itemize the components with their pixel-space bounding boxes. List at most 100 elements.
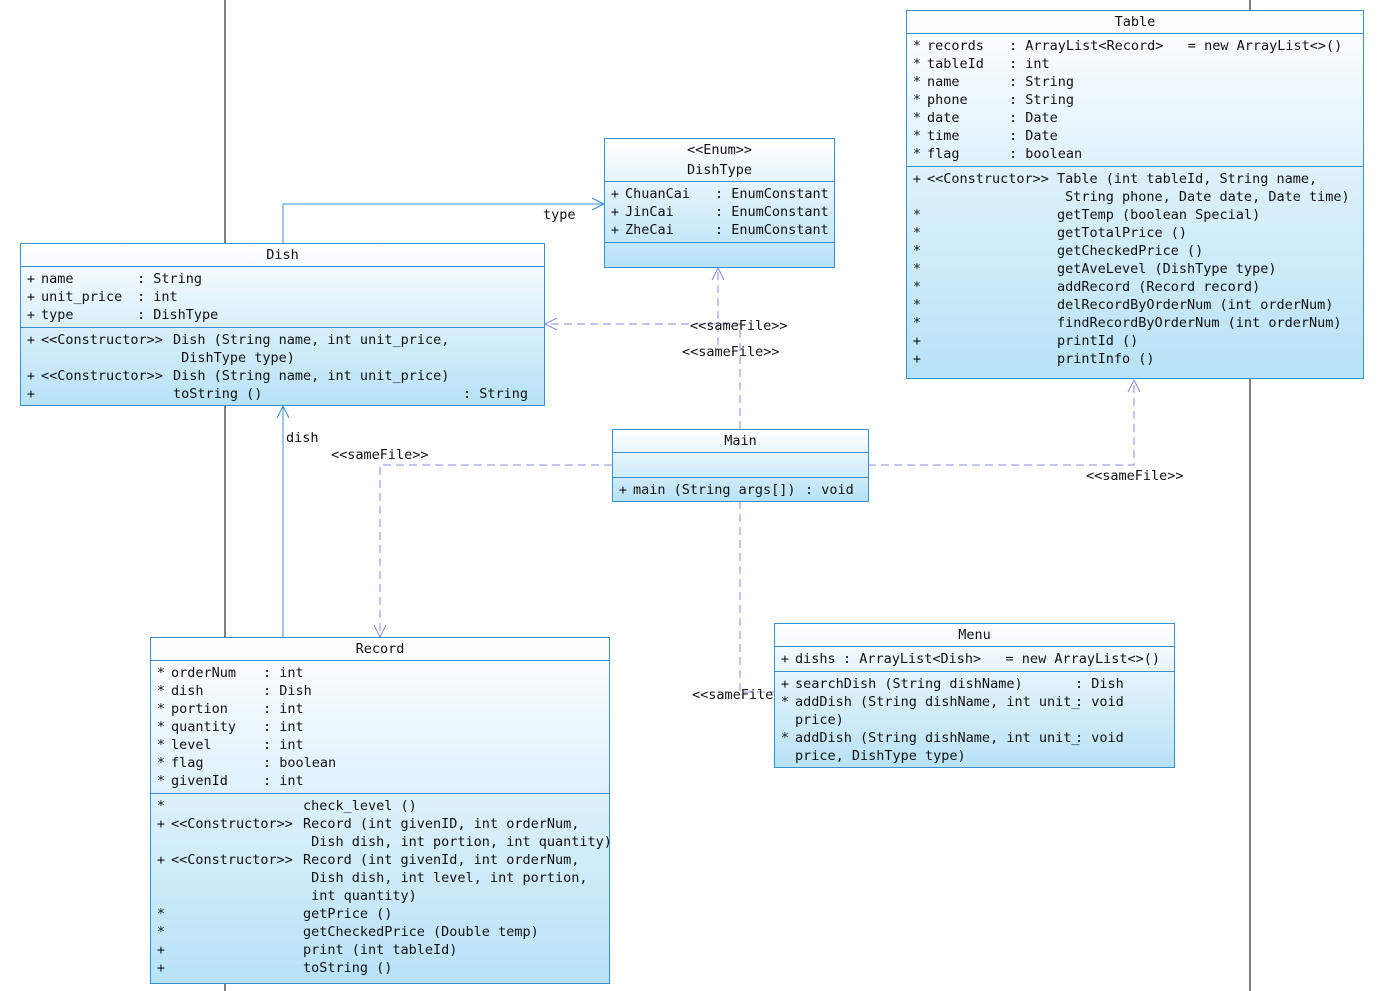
visibility-marker: +	[26, 271, 36, 287]
method-stereotype: <<Constructor>>	[171, 852, 293, 868]
label-samefile-dishtype: <<sameFile>>	[682, 344, 780, 360]
attribute-name: dishs	[795, 651, 836, 667]
label-samefile-record: <<sameFile>>	[331, 447, 429, 463]
attribute-type: : boolean	[263, 755, 337, 771]
attribute-name: phone	[927, 92, 968, 108]
attribute-name: orderNum	[171, 665, 237, 681]
attribute-name: portion	[171, 701, 228, 717]
visibility-marker: *	[156, 683, 166, 699]
record-method-row: +<<Constructor>>Record (int givenID, int…	[151, 815, 612, 851]
attribute-name: tableId	[927, 56, 984, 72]
method-stereotype	[927, 278, 1057, 296]
attribute-type: : int	[263, 719, 304, 735]
dish-method-row: +toString (): String	[21, 385, 544, 403]
table-attribute-row: *records: ArrayList<Record> = new ArrayL…	[907, 37, 1363, 55]
record-method-row: *getPrice ()	[151, 905, 609, 923]
table-method-row: + printId ()	[907, 332, 1363, 350]
method-stereotype	[927, 332, 1057, 350]
method-signature: printInfo ()	[1057, 351, 1155, 367]
method-signature: Table (int tableId, String name, String …	[1057, 171, 1350, 205]
method-stereotype	[171, 905, 303, 923]
record-attribute-row: *givenId: int	[151, 772, 609, 790]
attribute-name: dish	[171, 683, 204, 699]
class-main[interactable]: Main +main (String args[]): void	[612, 429, 869, 502]
class-dishtype-stereotype: <<Enum>>	[686, 142, 753, 158]
main-method-row: +main (String args[]): void	[613, 481, 868, 499]
label-type: type	[543, 207, 576, 223]
attribute-type: : String	[1009, 74, 1075, 90]
attribute-name: flag	[171, 755, 204, 771]
method-signature: addDish (String dishName, int unit_ pric…	[795, 694, 1080, 728]
class-dish-attributes: +name: String+unit_price: int+type: Dish…	[21, 267, 544, 328]
visibility-marker: +	[26, 368, 36, 384]
visibility-marker: *	[780, 694, 790, 710]
method-stereotype	[927, 350, 1057, 368]
method-signature: getPrice ()	[303, 906, 393, 922]
class-menu-methods: +searchDish (String dishName): Dish*addD…	[775, 672, 1174, 768]
class-main-name: Main	[613, 430, 868, 453]
method-stereotype	[927, 224, 1057, 242]
table-attribute-row: *date: Date	[907, 109, 1363, 127]
class-menu[interactable]: Menu +dishs: ArrayList<Dish> = new Array…	[774, 623, 1175, 768]
class-table-methods: + <<Constructor>> Table (int tableId, Stri…	[907, 167, 1363, 371]
table-attribute-row: *time: Date	[907, 127, 1363, 145]
class-record-attributes: *orderNum: int*dish: Dish*portion: int*q…	[151, 661, 609, 794]
table-method-row: +<<Constructor>>Table (int tableId, Stri…	[907, 170, 1363, 206]
method-signature: Record (int givenId, int orderNum, Dish …	[303, 852, 588, 904]
method-signature: print (int tableId)	[303, 942, 458, 958]
visibility-marker: +	[26, 386, 36, 402]
method-return-type: : void	[1075, 730, 1124, 746]
method-return-type: : String	[463, 386, 529, 402]
visibility-marker: *	[912, 261, 922, 277]
dependency-main-dishtype-arrow	[711, 266, 725, 281]
attribute-type: : EnumConstant	[715, 204, 829, 220]
attribute-type: : Date	[1009, 110, 1058, 126]
class-dishtype-attributes: +ChuanCai: EnumConstant+JinCai: EnumCons…	[605, 182, 834, 243]
table-method-row: *delRecordByOrderNum (int orderNum)	[907, 296, 1363, 314]
menu-method-row: * addDish (String dishName, int unit_ pri…	[775, 693, 1174, 729]
method-signature: getCheckedPrice (Double temp)	[303, 924, 539, 940]
visibility-marker: *	[912, 243, 922, 259]
visibility-marker: *	[156, 755, 166, 771]
attribute-name: quantity	[171, 719, 237, 735]
class-record[interactable]: Record * orderNum : int * dish : Dish * portion…	[150, 637, 612, 984]
class-table[interactable]: Table *records: ArrayList<Record> = new …	[906, 10, 1364, 379]
attribute-type: : int	[137, 289, 178, 305]
method-signature: addRecord (Record record)	[1057, 279, 1261, 295]
method-signature: Dish (String name, int unit_price)	[173, 368, 450, 384]
class-table-name: Table	[907, 11, 1363, 34]
class-menu-attributes: +dishs: ArrayList<Dish> = new ArrayList<…	[775, 647, 1174, 672]
attribute-type: : DishType	[137, 307, 219, 323]
record-method-row: +print (int tableId)	[151, 941, 609, 959]
record-attribute-row: * flag : boolean	[151, 754, 609, 772]
method-stereotype	[171, 797, 303, 815]
association-record-dish-arrow	[276, 404, 290, 419]
method-stereotype: <<Constructor>>	[927, 171, 1049, 187]
method-signature: printId ()	[1057, 333, 1139, 349]
class-dish[interactable]: Dish +name: String+unit_price: int+type:…	[20, 243, 545, 406]
class-main-attributes	[613, 453, 868, 478]
method-return-type: : void	[1075, 694, 1124, 710]
label-samefile-dish: <<sameFile>>	[690, 318, 788, 334]
method-signature: getTotalPrice ()	[1057, 225, 1188, 241]
attribute-type: : Date	[1009, 128, 1058, 144]
attribute-type: : Dish	[263, 683, 312, 699]
visibility-marker: +	[26, 289, 36, 305]
visibility-marker: *	[156, 719, 166, 735]
dish-method-row: + <<Constructor>> Dish (String name, int u…	[21, 367, 544, 385]
attribute-name: flag	[927, 146, 960, 162]
class-record-name: Record	[151, 638, 609, 661]
visibility-marker: *	[912, 92, 922, 108]
dependency-main-menu	[739, 501, 774, 693]
class-record-methods: *check_level ()+<<Constructor>>Record (i…	[151, 794, 612, 980]
method-stereotype: <<Constructor>>	[41, 368, 163, 384]
method-signature: toString ()	[303, 960, 393, 976]
method-stereotype	[171, 923, 303, 941]
visibility-marker: +	[912, 333, 922, 349]
class-dishtype[interactable]: <<Enum>> DishType +ChuanCai: EnumConstan…	[604, 138, 835, 268]
visibility-marker: *	[912, 38, 922, 54]
attribute-name: unit_price	[41, 289, 123, 305]
method-stereotype	[171, 941, 303, 959]
method-signature: delRecordByOrderNum (int orderNum)	[1057, 297, 1334, 313]
visibility-marker: +	[26, 332, 36, 348]
